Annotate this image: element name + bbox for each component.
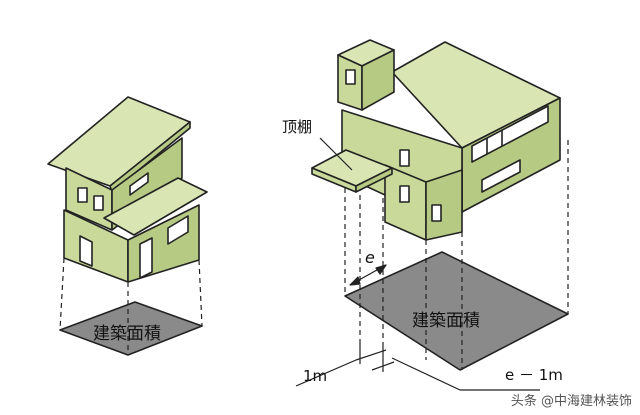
left-window-3 — [129, 172, 149, 196]
left-door-1 — [79, 235, 93, 267]
right-window-front-1 — [399, 149, 410, 167]
dimension-1m-label: 1m — [303, 367, 328, 385]
right-window-front-3 — [431, 204, 442, 222]
dimension-e-label: e — [365, 248, 375, 267]
left-window-4 — [167, 215, 189, 245]
left-door-2 — [139, 237, 153, 279]
building-area-label-left: 建築面積 — [93, 324, 161, 344]
right-house — [295, 39, 569, 391]
left-window-2 — [93, 195, 104, 211]
building-area-label-right: 建築面積 — [412, 311, 480, 331]
right-lower-side — [425, 169, 463, 241]
left-lower-roof — [103, 177, 208, 236]
left-house — [47, 96, 208, 356]
watermark-text: 头条 @中海建林装饰 — [510, 394, 632, 409]
left-window-1 — [77, 187, 88, 203]
right-band-window — [471, 105, 549, 163]
chimney-window — [345, 69, 356, 85]
canopy-side — [355, 167, 393, 193]
right-window-front-2 — [399, 185, 410, 203]
dimension-e — [349, 264, 387, 286]
canopy-label: 顶棚 — [282, 118, 313, 136]
dimension-1m — [295, 340, 395, 387]
right-projection-lines — [344, 140, 569, 370]
dimension-e-minus-1m-label: e － 1m — [505, 366, 563, 384]
canopy-leader — [319, 137, 353, 171]
dimension-e-1m — [391, 357, 540, 391]
right-window-side-low — [481, 159, 521, 193]
left-projection-lines — [59, 257, 203, 355]
chimney-side — [361, 49, 395, 111]
